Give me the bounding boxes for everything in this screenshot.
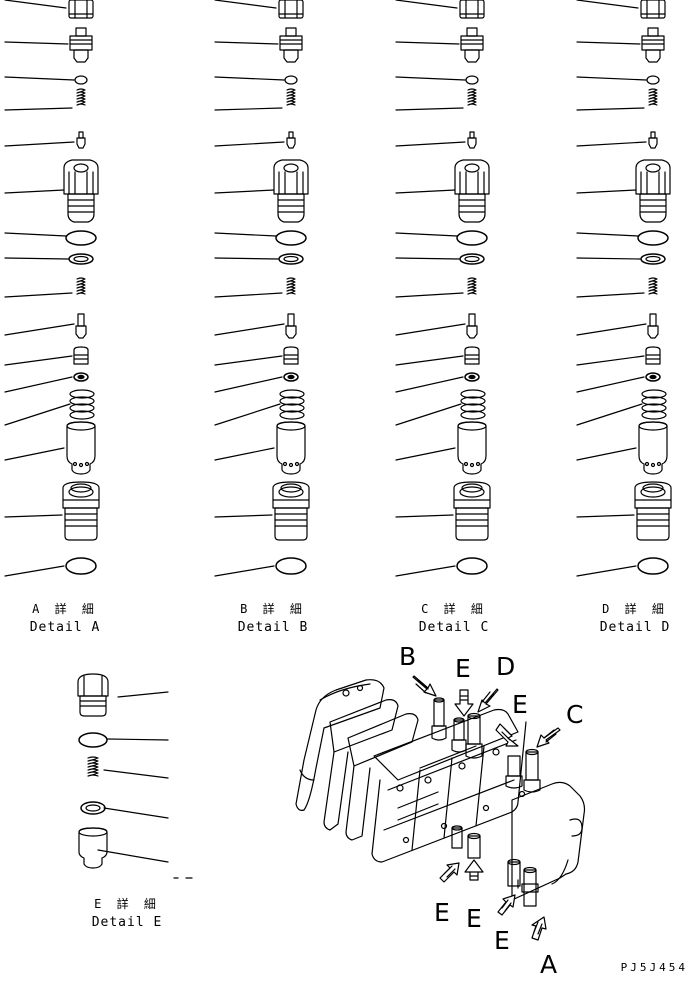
relief-valve-d-installed [465, 712, 483, 759]
caption-detail-e-en: Detail E [91, 915, 163, 930]
arrow-b [412, 675, 437, 697]
valve-exploded-column-c [395, 0, 491, 577]
main-poppet [66, 421, 96, 475]
arrow-e-low3 [497, 894, 516, 916]
hex-cap-nut [68, 0, 94, 19]
arrow-d [477, 688, 499, 713]
caption-detail-e: E 詳 細 Detail E [72, 895, 182, 930]
caption-detail-c-jp: C 詳 細 [421, 602, 487, 616]
arrow-a [531, 916, 547, 941]
caption-detail-c: C 詳 細 Detail C [399, 600, 509, 635]
arrow-e-mid [495, 723, 519, 747]
seal-ring [73, 372, 89, 382]
small-washer [74, 75, 88, 85]
arrow-e-low2 [464, 859, 484, 881]
o-ring [65, 230, 97, 246]
drawing-code: PJ5J454 [620, 961, 688, 974]
caption-detail-a-jp: A 詳 細 [32, 602, 98, 616]
relief-valve-a-installed [521, 866, 539, 907]
spring [76, 277, 86, 295]
valve-body [63, 159, 99, 223]
caption-detail-d-jp: D 詳 細 [602, 602, 668, 616]
caption-detail-a: A 詳 細 Detail A [10, 600, 120, 635]
caption-detail-b-en: Detail B [237, 620, 309, 635]
piston [75, 313, 87, 339]
relief-valve-e-installed-low1 [451, 825, 463, 849]
valve-seat-sleeve [62, 481, 100, 541]
relief-valve-e-installed-low2 [467, 832, 481, 859]
leader-lines [4, 0, 75, 577]
backup-ring [68, 253, 94, 265]
caption-detail-d-en: Detail D [599, 620, 671, 635]
main-spring [69, 389, 95, 420]
relief-valve-c-installed [523, 748, 541, 793]
pilot-poppet [76, 131, 86, 149]
callout-letter-e-mid: E [512, 690, 528, 719]
callout-letter-a: A [540, 950, 558, 979]
relief-valve-e-installed-low3 [507, 858, 521, 887]
valve-exploded-column-b [214, 0, 310, 577]
e-spring [87, 756, 99, 777]
relief-valve-e-installed-mid [505, 755, 523, 789]
callout-letter-d: D [496, 652, 516, 681]
caption-detail-c-en: Detail C [418, 620, 490, 635]
callout-letter-e-low2: E [466, 904, 482, 933]
e-o-ring [78, 732, 108, 748]
sleeve [73, 346, 89, 365]
e-poppet [78, 827, 108, 869]
valve-exploded-column [4, 0, 100, 577]
arrow-e-top [454, 689, 474, 717]
caption-detail-b-jp: B 詳 細 [240, 602, 306, 616]
caption-detail-d: D 詳 細 Detail D [580, 600, 690, 635]
e-backup-ring [80, 801, 106, 815]
control-valve-assembly [295, 679, 586, 907]
relief-valve-b-installed [431, 697, 447, 741]
callout-arrows [412, 675, 561, 941]
callout-letter-e-low1: E [434, 898, 450, 927]
caption-detail-e-jp: E 詳 細 [94, 897, 160, 911]
e-leader-lines [97, 691, 193, 879]
callout-letter-c: C [566, 700, 584, 729]
arrow-e-low1 [439, 862, 460, 883]
caption-detail-b: B 詳 細 Detail B [218, 600, 328, 635]
small-spring [76, 88, 86, 106]
detail-e-exploded [77, 673, 193, 879]
adjusting-screw [69, 27, 93, 63]
valve-exploded-column-d [576, 0, 672, 577]
e-plug-cap [77, 673, 109, 717]
callout-letter-e-top: E [455, 654, 471, 683]
bottom-o-ring [65, 557, 97, 575]
caption-detail-a-en: Detail A [29, 620, 101, 635]
arrow-c [536, 727, 561, 748]
callout-letter-b: B [399, 642, 417, 671]
callout-letter-e-low3: E [494, 926, 510, 955]
